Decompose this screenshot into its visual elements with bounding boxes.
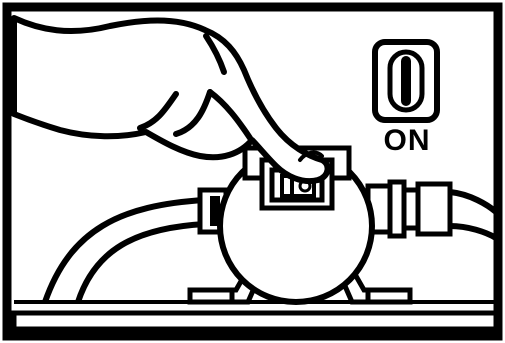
right-hose-fitting bbox=[368, 182, 450, 236]
rocker-switch-on-icon bbox=[375, 42, 437, 120]
switch-state-label: ON bbox=[376, 124, 438, 158]
